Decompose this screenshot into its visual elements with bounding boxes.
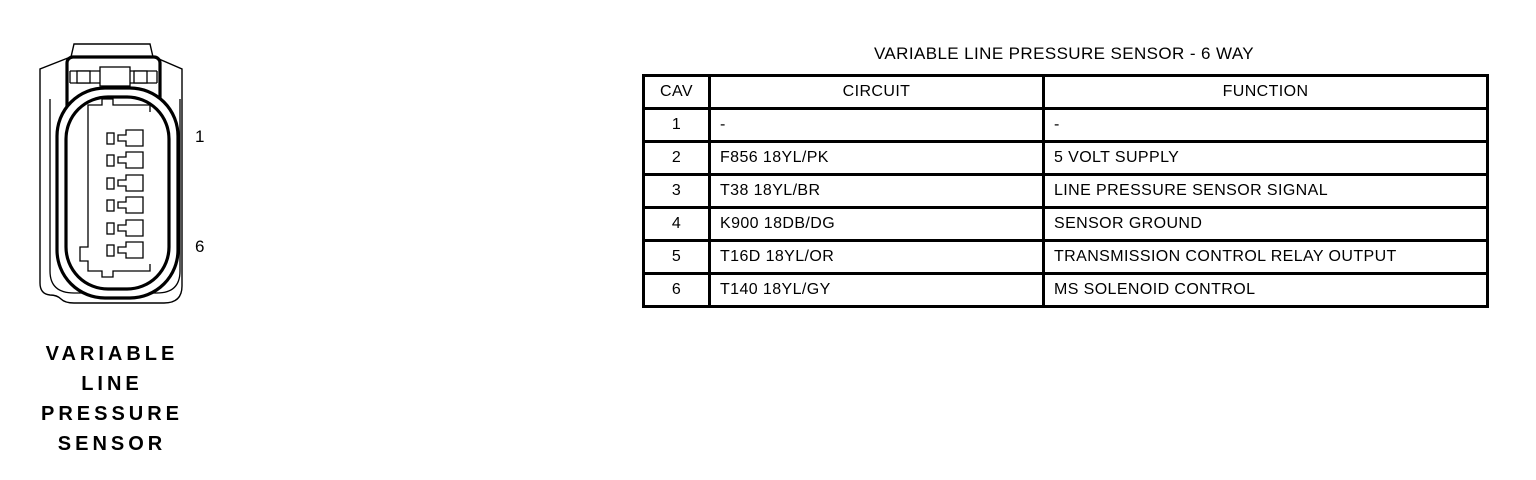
cav-cell: 6 [642, 272, 711, 308]
cav-cell: 5 [642, 239, 711, 275]
pin-1-callout: 1 [195, 127, 204, 146]
pin-4 [106, 196, 144, 214]
function-cell: - [1042, 107, 1489, 143]
cav-cell: 2 [642, 140, 711, 176]
pin-2 [106, 151, 144, 169]
function-cell: SENSOR GROUND [1042, 206, 1489, 242]
table-row: 5 T16D 18YL/OR TRANSMISSION CONTROL RELA… [642, 239, 1489, 275]
column-header-cav: CAV [642, 74, 711, 110]
pin-5 [106, 219, 144, 237]
pin-6-callout: 6 [195, 237, 204, 256]
circuit-cell: - [708, 107, 1045, 143]
pinout-table-title: VARIABLE LINE PRESSURE SENSOR - 6 WAY [873, 44, 1255, 63]
connector-caption: VARIABLE LINE PRESSURE SENSOR [24, 339, 196, 459]
terminal-key-profile [79, 98, 151, 278]
pin-1 [106, 129, 144, 147]
cav-cell: 4 [642, 206, 711, 242]
pin-6 [106, 241, 144, 259]
cav-cell: 1 [642, 107, 711, 143]
circuit-cell: T38 18YL/BR [708, 173, 1045, 209]
connector-shell-outline [39, 55, 183, 304]
table-row: 2 F856 18YL/PK 5 VOLT SUPPLY [642, 140, 1489, 176]
connector-caption-line: PRESSURE [40, 403, 184, 425]
connector-caption-line: VARIABLE [45, 343, 179, 365]
table-row: 6 T140 18YL/GY MS SOLENOID CONTROL [642, 272, 1489, 308]
circuit-cell: F856 18YL/PK [708, 140, 1045, 176]
cav-cell: 3 [642, 173, 711, 209]
header-row: CAV CIRCUIT FUNCTION [642, 74, 1489, 110]
circuit-cell: K900 18DB/DG [708, 206, 1045, 242]
function-cell: MS SOLENOID CONTROL [1042, 272, 1489, 308]
connector-caption-line: SENSOR [57, 433, 167, 455]
pin-3 [106, 174, 144, 192]
function-cell: 5 VOLT SUPPLY [1042, 140, 1489, 176]
column-header-circuit: CIRCUIT [708, 74, 1045, 110]
connector-latch [69, 66, 158, 87]
function-cell: LINE PRESSURE SENSOR SIGNAL [1042, 173, 1489, 209]
connector-caption-line: LINE [81, 373, 143, 395]
connector-tab [70, 43, 154, 58]
table-row: 3 T38 18YL/BR LINE PRESSURE SENSOR SIGNA… [642, 173, 1489, 209]
circuit-cell: T140 18YL/GY [708, 272, 1045, 308]
table-row: 1 - - [642, 107, 1489, 143]
circuit-cell: T16D 18YL/OR [708, 239, 1045, 275]
table-row: 4 K900 18DB/DG SENSOR GROUND [642, 206, 1489, 242]
seal-ring-inner [64, 95, 171, 291]
function-cell: TRANSMISSION CONTROL RELAY OUTPUT [1042, 239, 1489, 275]
connector-diagram: 1 6 [39, 43, 204, 304]
column-header-function: FUNCTION [1042, 74, 1489, 110]
pinout-section: VARIABLE LINE PRESSURE SENSOR - 6 WAY CA… [642, 44, 1489, 308]
terminal-pins [106, 129, 144, 259]
pinout-table: CAV CIRCUIT FUNCTION 1 - - 2 F856 18YL/P… [642, 74, 1489, 308]
